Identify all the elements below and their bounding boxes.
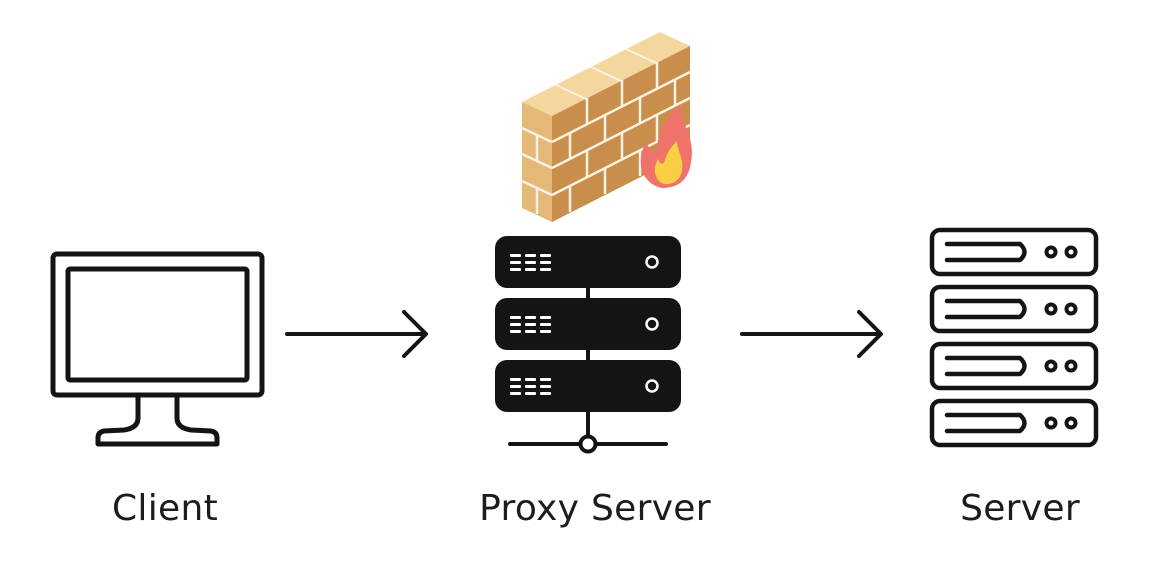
server-stack-icon	[495, 236, 681, 454]
server-label: Server	[960, 488, 1080, 529]
server-rack-icon	[929, 227, 1099, 448]
arrow-proxy-to-server	[740, 310, 883, 358]
proxy-server-label: Proxy Server	[479, 488, 711, 529]
monitor-icon	[50, 251, 265, 447]
firewall-icon	[521, 32, 692, 222]
client-label: Client	[111, 488, 219, 529]
arrow-client-to-proxy	[285, 310, 428, 358]
